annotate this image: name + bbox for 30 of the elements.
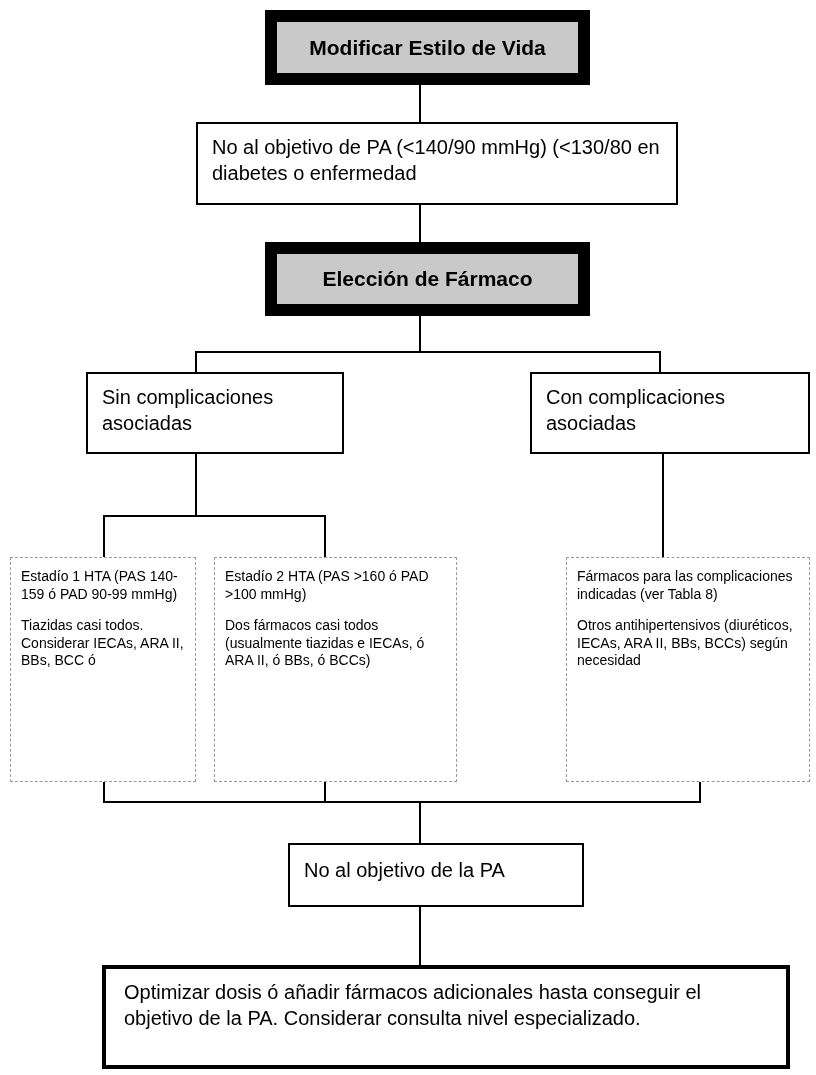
box-text: Estadío 2 HTA (PAS >160 ó PAD >100 mmHg) bbox=[225, 568, 430, 603]
heading-box bbox=[265, 242, 590, 316]
branch-box bbox=[530, 372, 810, 454]
branch-box bbox=[86, 372, 344, 454]
box-text: No al objetivo de la PA bbox=[304, 859, 506, 882]
connector-line bbox=[662, 453, 664, 558]
connector-line bbox=[419, 906, 421, 966]
connector-line bbox=[419, 204, 421, 243]
action-box bbox=[102, 965, 790, 1069]
box-text: Fármacos para las complicaciones indicadas (ver Tabla 8) bbox=[577, 568, 794, 603]
box-text: No al objetivo de PA (<140/90 mmHg) (<130/80 en diabetes o enfermedad bbox=[212, 135, 661, 186]
box-text: Tiazidas casi todos. Considerar IECAs, ARA II, BBs, BCC ó bbox=[21, 617, 185, 670]
process-box bbox=[288, 843, 584, 907]
box-text: Sin complicaciones asociadas bbox=[102, 385, 275, 436]
connector-line bbox=[419, 315, 661, 373]
connector-line bbox=[419, 84, 421, 123]
treatment-box bbox=[566, 557, 810, 782]
connector-line bbox=[419, 781, 701, 844]
box-title: Modificar Estilo de Vida bbox=[309, 35, 546, 60]
treatment-box bbox=[10, 557, 196, 782]
box-title: Elección de Fármaco bbox=[322, 267, 533, 291]
connector-line bbox=[195, 453, 326, 558]
process-box bbox=[196, 122, 678, 205]
box-text: Con complicaciones asociadas bbox=[546, 385, 726, 436]
box-text: Optimizar dosis ó añadir fármacos adicionales hasta conseguir el objetivo de la PA. Considerar consulta nivel especializado. bbox=[124, 980, 702, 1031]
box-text: Estadío 1 HTA (PAS 140-159 ó PAD 90-99 mmHg) bbox=[21, 568, 179, 603]
box-text: Otros antihipertensivos (diuréticos, IECAs, ARA II, BBs, BCCs) según necesidad bbox=[577, 617, 794, 670]
heading-box bbox=[265, 10, 590, 85]
treatment-box bbox=[214, 557, 457, 782]
box-text: Dos fármacos casi todos (usualmente tiazidas e IECAs, ó ARA II, ó BBs, ó BCCs) bbox=[225, 617, 426, 670]
